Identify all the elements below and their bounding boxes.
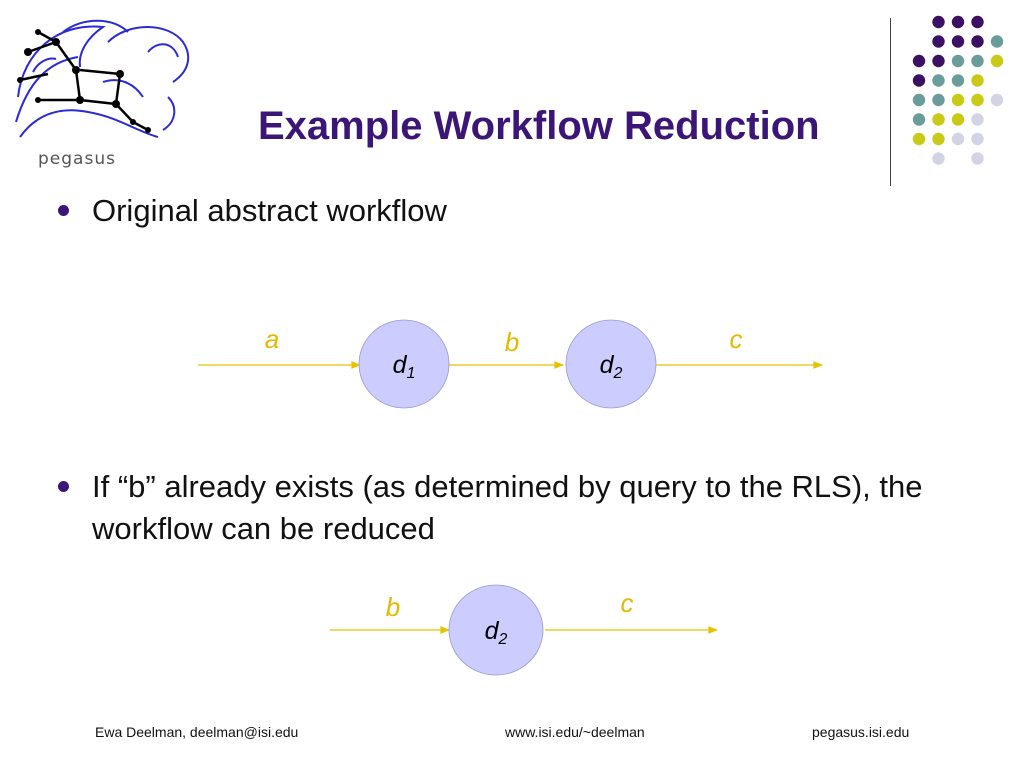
edge-label-b-reduced: b xyxy=(386,592,400,622)
bullet-dot xyxy=(58,205,69,216)
decorative-dot xyxy=(990,93,1004,107)
decorative-dot xyxy=(971,15,984,29)
edge-label-c: c xyxy=(730,324,743,354)
decorative-dot xyxy=(951,113,965,126)
decorative-dot xyxy=(971,54,984,68)
node-d2-reduced xyxy=(448,584,544,676)
original-workflow-diagram: a b c d1 d2 xyxy=(198,319,823,409)
bullet-text: If “b” already exists (as determined by … xyxy=(92,469,923,546)
node-d2-reduced-label: d2 xyxy=(485,617,508,648)
decorative-dot xyxy=(932,132,945,146)
decorative-dot xyxy=(912,74,926,87)
decorative-dot xyxy=(951,35,965,48)
decorative-dot xyxy=(932,15,945,29)
decorative-dot xyxy=(990,35,1004,48)
footer-site: pegasus.isi.edu xyxy=(812,724,910,740)
title-divider xyxy=(890,18,891,186)
decorative-dot xyxy=(971,35,984,48)
decorative-dot xyxy=(971,152,984,165)
decorative-dot xyxy=(951,54,965,68)
decorative-dot xyxy=(951,15,965,29)
edge-label-a: a xyxy=(265,324,279,354)
node-d1 xyxy=(358,319,450,409)
bullet-text: Original abstract workflow xyxy=(92,193,447,228)
node-d2-label: d2 xyxy=(600,351,623,382)
decorative-dot-grid xyxy=(912,15,1004,165)
decorative-dot xyxy=(971,132,984,146)
decorative-dot xyxy=(932,152,945,165)
decorative-dot xyxy=(932,93,945,107)
decorative-dot xyxy=(990,54,1004,68)
footer-url: www.isi.edu/~deelman xyxy=(505,724,645,740)
decorative-dot xyxy=(951,132,965,146)
edge-label-c-reduced: c xyxy=(621,588,634,618)
node-d1-label: d1 xyxy=(393,351,416,382)
decorative-dot xyxy=(932,74,945,87)
decorative-dot xyxy=(932,54,945,68)
pegasus-logo: pegasus xyxy=(8,12,208,172)
footer-author: Ewa Deelman, deelman@isi.edu xyxy=(95,724,299,740)
reduced-workflow-diagram: b c d2 xyxy=(330,584,718,676)
decorative-dot xyxy=(951,74,965,87)
decorative-dot xyxy=(912,54,926,68)
slide-title: Example Workflow Reduction xyxy=(258,104,820,148)
decorative-dot xyxy=(912,132,926,146)
edge-label-b: b xyxy=(505,327,519,357)
decorative-dot xyxy=(971,74,984,87)
decorative-dot xyxy=(932,35,945,48)
pegasus-constellation-icon xyxy=(15,19,190,138)
node-d2 xyxy=(565,319,657,409)
bullet-dot xyxy=(58,481,69,492)
decorative-dot xyxy=(951,93,965,107)
decorative-dot xyxy=(912,113,926,126)
decorative-dot xyxy=(971,113,984,126)
logo-text: pegasus xyxy=(38,149,116,169)
decorative-dot xyxy=(971,93,984,107)
decorative-dot xyxy=(932,113,945,126)
decorative-dot xyxy=(912,93,926,107)
